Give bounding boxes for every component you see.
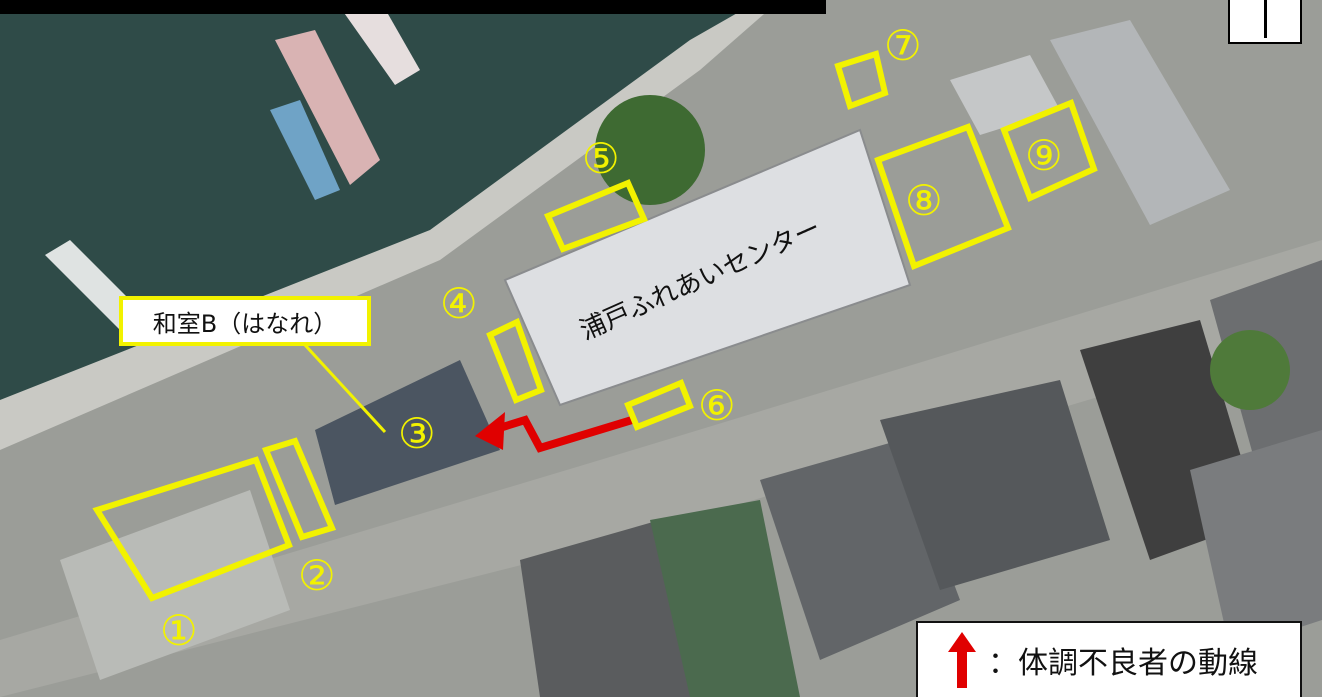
callout-leader — [303, 343, 387, 434]
marker-box-1 — [92, 456, 293, 602]
block-south-1 — [520, 520, 700, 697]
marker-box-8 — [874, 123, 1012, 270]
marker-label-3: ③ — [398, 409, 436, 458]
marker-label-6: ⑥ — [698, 381, 736, 430]
boat-1 — [275, 30, 380, 185]
road — [0, 240, 1322, 697]
block-south-4 — [880, 380, 1110, 590]
marker-box-9 — [1000, 99, 1098, 203]
boat-3 — [335, 0, 420, 85]
marker-boxes — [92, 50, 1098, 602]
marker-label-7: ⑦ — [884, 21, 922, 70]
route-line — [488, 415, 634, 453]
tree-cluster-2 — [1210, 330, 1290, 410]
legend-box: ：体調不良者の動線 — [916, 621, 1302, 697]
marker-box-7 — [834, 50, 889, 110]
marker-box-2 — [261, 437, 337, 541]
annex-callout: 和室B（はなれ） — [119, 296, 371, 346]
legend-text: ：体調不良者の動線 — [988, 646, 1258, 681]
top-banner-strip — [0, 0, 826, 14]
parking-lot — [60, 490, 290, 680]
main-building — [503, 128, 912, 407]
boat-2 — [270, 100, 340, 200]
corner-frame — [1228, 0, 1302, 44]
block-north-2 — [950, 55, 1060, 135]
marker-label-9: ⑨ — [1025, 131, 1063, 180]
marker-box-6 — [624, 379, 694, 431]
marker-label-8: ⑧ — [905, 176, 943, 225]
marker-box-4 — [486, 317, 545, 404]
tree-cluster — [595, 95, 705, 205]
block-east-3 — [1190, 430, 1322, 650]
marker-label-5: ⑤ — [582, 134, 620, 183]
block-north-1 — [1050, 20, 1230, 225]
block-south-2 — [650, 500, 800, 697]
marker-box-5 — [543, 179, 649, 253]
annex-callout-text: 和室B（はなれ） — [152, 309, 338, 338]
marker-label-2: ② — [298, 551, 336, 600]
annex-building — [315, 360, 500, 505]
marker-label-4: ④ — [440, 279, 478, 328]
marker-label-1: ① — [160, 606, 198, 655]
route-arrowhead — [475, 412, 505, 450]
red-arrow-icon — [948, 632, 976, 688]
